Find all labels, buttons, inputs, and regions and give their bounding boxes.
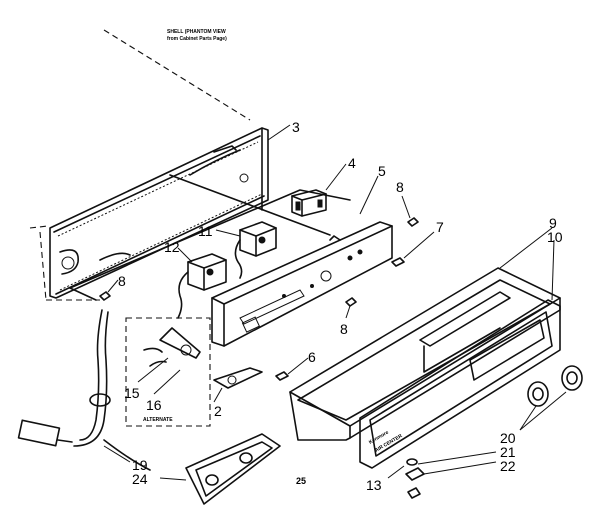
part-label-6: 6 <box>308 349 316 365</box>
part-label-24: 24 <box>132 471 148 487</box>
part-label-5: 5 <box>378 163 386 179</box>
part-label-13: 13 <box>366 477 382 493</box>
shell-phantom-outline <box>29 29 251 301</box>
control-panel <box>211 221 393 347</box>
part-label-16: 16 <box>146 397 162 413</box>
part-label-20: 20 <box>500 430 516 446</box>
part-label-4: 4 <box>348 155 356 171</box>
trim-plate <box>185 433 281 505</box>
trim-frame <box>359 299 561 469</box>
alternate-label: ALTERNATE <box>143 417 173 423</box>
part-label-8-top: 8 <box>396 179 404 195</box>
mounting-bracket <box>69 174 351 301</box>
part-label-7: 7 <box>436 219 444 235</box>
back-panel <box>49 127 269 299</box>
screws <box>99 217 419 381</box>
part-label-8-left: 8 <box>118 273 126 289</box>
page-number: 25 <box>296 476 306 486</box>
rotary-switch-12 <box>177 253 227 319</box>
leader-lines <box>103 124 567 481</box>
part-label-21: 21 <box>500 444 516 460</box>
thermostat-lever <box>213 367 263 389</box>
part-label-2: 2 <box>214 403 222 419</box>
part-number-labels: 3 4 5 8 7 9 10 11 12 8 8 6 15 16 2 20 21… <box>118 119 563 493</box>
front-console <box>289 267 561 441</box>
part-label-12: 12 <box>164 239 180 255</box>
shell-note-line1: SHELL (PHANTOM VIEW <box>167 29 226 35</box>
shell-note-line2: from Cabinet Parts Page) <box>167 36 227 42</box>
part-label-19: 19 <box>132 457 148 473</box>
part-label-15: 15 <box>124 385 140 401</box>
part-label-11: 11 <box>198 223 213 239</box>
alternate-inset: ALTERNATE <box>125 317 211 427</box>
part-label-3: 3 <box>292 119 300 135</box>
part-label-10: 10 <box>547 229 563 245</box>
power-cord <box>17 309 151 471</box>
part-label-22: 22 <box>500 458 516 474</box>
part-label-8-mid: 8 <box>340 321 348 337</box>
selector-switch <box>291 189 327 217</box>
rotary-switch-11 <box>234 221 277 279</box>
shell-note: SHELL (PHANTOM VIEW from Cabinet Parts P… <box>167 29 227 42</box>
small-hardware <box>405 458 425 499</box>
part-label-9: 9 <box>549 215 557 231</box>
knobs <box>527 365 583 407</box>
